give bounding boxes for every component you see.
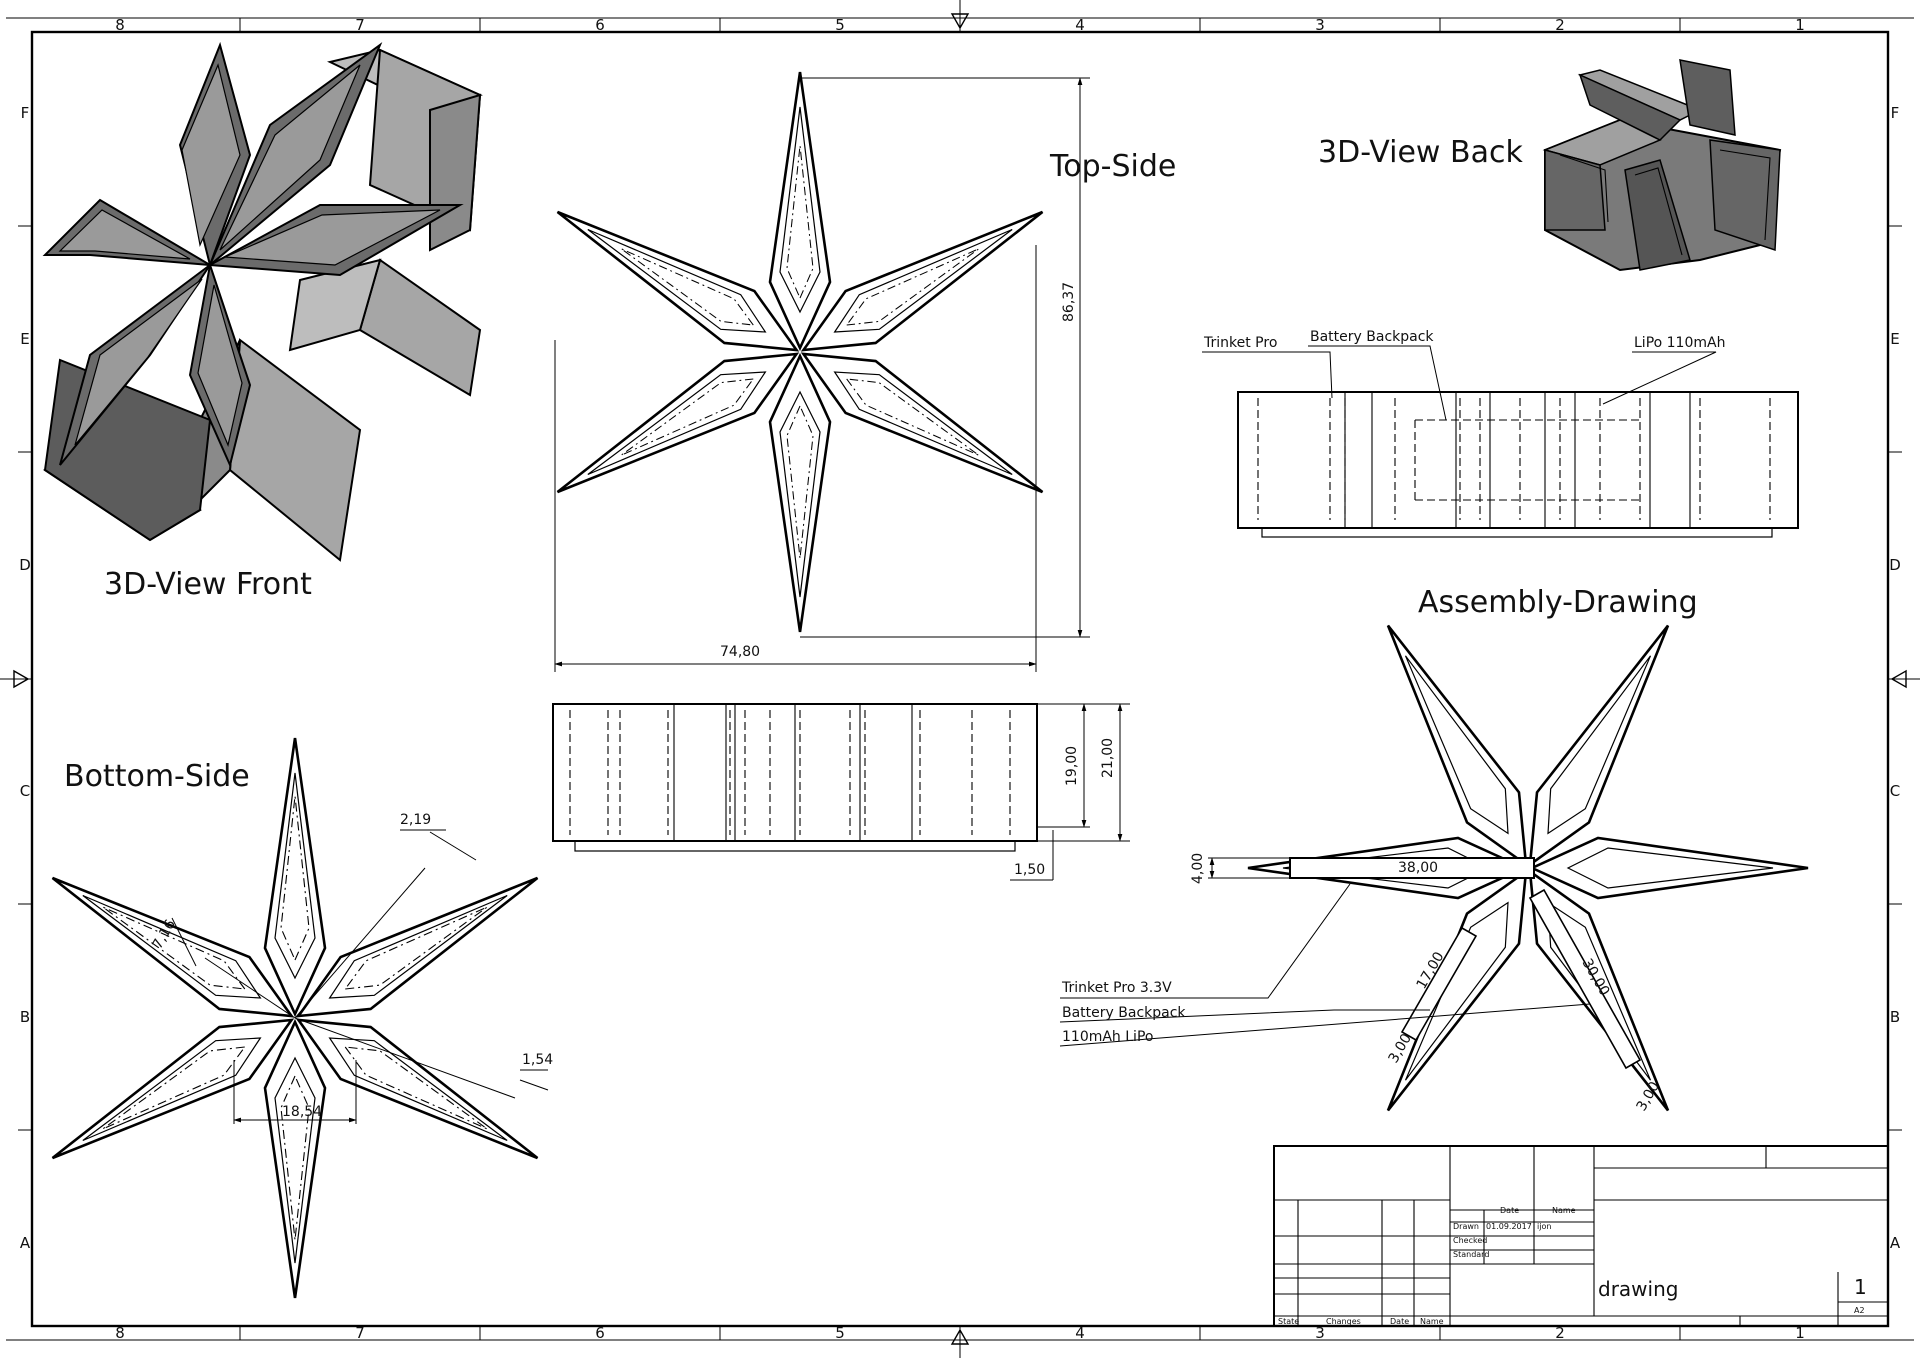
zone-col-label: 3 <box>1315 16 1325 34</box>
side-height-inner-dimension: 19,00 <box>1064 746 1080 786</box>
title-block-footer-name: Name <box>1420 1317 1444 1326</box>
zone-col-label: 6 <box>595 16 605 34</box>
zone-row-label: A <box>1890 1234 1901 1252</box>
zone-col-label: 5 <box>835 16 845 34</box>
zone-row-label: B <box>1890 1008 1900 1026</box>
side-base-dimension: 1,50 <box>1014 862 1045 878</box>
title-block-name-header: Name <box>1552 1206 1576 1215</box>
title-block-drawn-date: 01.09.2017 <box>1486 1222 1532 1231</box>
title-block-drawn-name: ijon <box>1537 1222 1551 1231</box>
assembly-callout-trinket: Trinket Pro 3.3V <box>1061 980 1172 996</box>
zone-col-label: 4 <box>1075 1324 1085 1342</box>
title-block-footer-state: State <box>1278 1317 1299 1326</box>
zone-row-label: E <box>20 330 29 348</box>
top-side-view: 74,80 86,37 Top-Side <box>541 70 1176 672</box>
zone-row-label: D <box>19 556 31 574</box>
side-view: 19,00 21,00 1,50 <box>552 703 1130 881</box>
zone-col-label: 6 <box>595 1324 605 1342</box>
bottom-side-view: 18,54 2,19 7,16 1,54 Bottom-Side <box>36 736 554 1300</box>
assembly-view-title: Assembly-Drawing <box>1418 585 1698 620</box>
side-section-view: Trinket Pro Battery Backpack LiPo 110mAh <box>1202 329 1799 538</box>
back-3d-view: 3D-View Back <box>1318 59 1782 272</box>
zone-col-label: 5 <box>835 1324 845 1342</box>
zone-col-label: 2 <box>1555 16 1565 34</box>
bottom-center-dimension: 18,54 <box>282 1104 322 1120</box>
side-callout-lipo: LiPo 110mAh <box>1634 335 1725 351</box>
title-block-drawn-label: Drawn <box>1453 1222 1479 1231</box>
top-width-dimension: 74,80 <box>720 644 760 660</box>
assembly-width-dimension: 38,00 <box>1398 860 1438 876</box>
title-block-footer-date: Date <box>1390 1317 1409 1326</box>
zone-col-label: 1 <box>1795 16 1805 34</box>
zone-col-label: 8 <box>115 1324 125 1342</box>
assembly-height-dimension: 4,00 <box>1190 853 1206 884</box>
top-side-view-title: Top-Side <box>1049 149 1176 184</box>
back-3d-view-title: 3D-View Back <box>1318 135 1523 170</box>
zone-col-label: 3 <box>1315 1324 1325 1342</box>
title-block: Date Name Drawn Checked Standard 01.09.2… <box>1273 1145 1889 1327</box>
zone-row-label: C <box>1890 782 1900 800</box>
front-3d-view: 3D-View Front <box>42 41 483 602</box>
zone-row-labels: F E D C B A F E D C B A <box>19 104 1901 1252</box>
zone-row-label: C <box>20 782 30 800</box>
sheet-number: 1 <box>1854 1275 1867 1299</box>
drawing-title: drawing <box>1598 1277 1678 1301</box>
zone-row-label: A <box>20 1234 31 1252</box>
zone-row-label: D <box>1889 556 1901 574</box>
sheet-format: A2 <box>1854 1306 1865 1315</box>
title-block-standard-label: Standard <box>1453 1250 1489 1259</box>
side-callout-battery: Battery Backpack <box>1310 329 1434 345</box>
zone-col-label: 1 <box>1795 1324 1805 1342</box>
zone-col-label: 4 <box>1075 16 1085 34</box>
assembly-callout-battery: Battery Backpack <box>1062 1005 1186 1021</box>
title-block-footer-changes: Changes <box>1326 1317 1361 1326</box>
zone-row-label: B <box>20 1008 30 1026</box>
zone-col-label: 7 <box>355 16 365 34</box>
title-block-date-header: Date <box>1500 1206 1519 1215</box>
top-height-dimension: 86,37 <box>1061 282 1077 322</box>
assembly-view: 38,00 4,00 17,00 3,00 30,00 3,00 Trinket… <box>1059 585 1810 1127</box>
zone-col-label: 8 <box>115 16 125 34</box>
zone-col-label: 7 <box>355 1324 365 1342</box>
zone-row-label: E <box>1890 330 1899 348</box>
zone-col-label: 2 <box>1555 1324 1565 1342</box>
bottom-side-view-title: Bottom-Side <box>64 759 250 794</box>
bottom-wall-dimension: 2,19 <box>400 812 431 828</box>
zone-column-labels: 8 7 6 5 4 3 2 1 8 7 6 5 4 3 2 1 <box>115 16 1805 1342</box>
side-height-outer-dimension: 21,00 <box>1100 738 1116 778</box>
front-3d-view-title: 3D-View Front <box>104 567 312 602</box>
title-block-checked-label: Checked <box>1453 1236 1487 1245</box>
assembly-callout-lipo: 110mAh LiPo <box>1062 1029 1153 1045</box>
zone-row-label: F <box>21 104 30 122</box>
zone-row-label: F <box>1891 104 1900 122</box>
side-callout-trinket: Trinket Pro <box>1203 335 1277 351</box>
bottom-gap-dimension: 1,54 <box>522 1052 553 1068</box>
